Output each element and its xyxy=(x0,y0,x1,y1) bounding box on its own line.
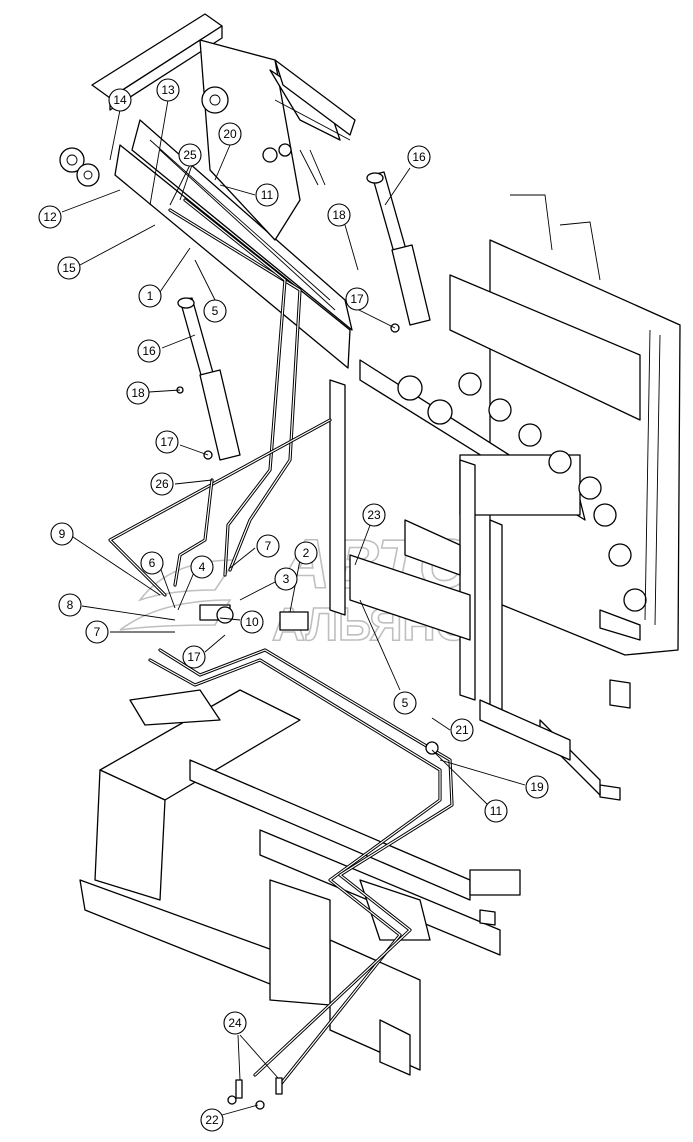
callout-16-right: 16 xyxy=(407,145,431,169)
callout-6-label: 6 xyxy=(149,556,156,570)
callout-17-left-label: 17 xyxy=(160,435,174,449)
callout-16-left-label: 16 xyxy=(142,344,156,358)
callout-4-label: 4 xyxy=(199,560,206,574)
callout-11-top: 11 xyxy=(255,183,279,207)
callout-3-label: 3 xyxy=(283,572,290,586)
callout-5-top: 5 xyxy=(203,299,227,323)
callout-24-label: 24 xyxy=(228,1016,242,1030)
callout-21-label: 21 xyxy=(455,723,469,737)
callout-1: 1 xyxy=(138,284,162,308)
callout-5-lower: 5 xyxy=(393,691,417,715)
callout-7-lower: 7 xyxy=(85,620,109,644)
callout-8: 8 xyxy=(58,593,82,617)
callout-11-lower-label: 11 xyxy=(490,804,503,818)
callout-9-label: 9 xyxy=(59,527,66,541)
callout-21: 21 xyxy=(450,718,474,742)
hydraulic-hoses xyxy=(108,198,454,1087)
callout-10-label: 10 xyxy=(245,615,259,629)
callout-16-left: 16 xyxy=(137,339,161,363)
callout-17-right: 17 xyxy=(345,287,369,311)
drive-sprocket-group xyxy=(59,86,292,187)
callout-6: 6 xyxy=(140,551,164,575)
callout-26: 26 xyxy=(150,472,174,496)
right-conveyor-assembly xyxy=(359,194,681,656)
upper-conveyor-frame xyxy=(91,13,356,369)
callout-15-label: 15 xyxy=(62,261,76,275)
callout-11-top-label: 11 xyxy=(261,188,274,202)
hydraulic-cylinder-left xyxy=(177,297,241,461)
main-frame xyxy=(329,379,631,801)
callout-19-label: 19 xyxy=(530,780,544,794)
callout-13-label: 13 xyxy=(161,83,175,97)
callout-23: 23 xyxy=(362,503,386,527)
callout-5-top-label: 5 xyxy=(212,304,219,318)
callout-26-label: 26 xyxy=(155,477,169,491)
callout-4: 4 xyxy=(190,555,214,579)
callout-2-label: 2 xyxy=(303,546,310,560)
callout-24: 24 xyxy=(223,1011,247,1035)
callout-9: 9 xyxy=(50,522,74,546)
callout-18-left: 18 xyxy=(126,381,150,405)
callout-3: 3 xyxy=(274,567,298,591)
callout-1-label: 1 xyxy=(147,289,154,303)
callout-17-left: 17 xyxy=(155,430,179,454)
callout-17-lower-label: 17 xyxy=(187,650,201,664)
callout-25-label: 25 xyxy=(183,148,197,162)
callout-19: 19 xyxy=(525,775,549,799)
lower-chassis xyxy=(79,689,521,1076)
callout-14-label: 14 xyxy=(113,93,127,107)
callout-7-upper: 7 xyxy=(256,534,280,558)
callout-7-upper-label: 7 xyxy=(265,539,272,553)
callout-17-lower: 17 xyxy=(182,645,206,669)
callout-22: 22 xyxy=(200,1108,224,1132)
callout-5-lower-label: 5 xyxy=(402,696,409,710)
callout-18-right: 18 xyxy=(327,203,351,227)
callout-2: 2 xyxy=(294,541,318,565)
callout-20-label: 20 xyxy=(223,127,237,141)
callout-8-label: 8 xyxy=(67,598,74,612)
callout-14: 14 xyxy=(108,88,132,112)
callout-12: 12 xyxy=(38,205,62,229)
callout-11-lower: 11 xyxy=(484,799,508,823)
callout-18-right-label: 18 xyxy=(332,208,346,222)
callout-13: 13 xyxy=(156,78,180,102)
callout-18-left-label: 18 xyxy=(131,386,145,400)
callout-16-right-label: 16 xyxy=(412,150,426,164)
callout-7-lower-label: 7 xyxy=(94,625,101,639)
hydraulic-cylinder-right xyxy=(366,171,431,326)
callout-12-label: 12 xyxy=(43,210,57,224)
callout-17-right-label: 17 xyxy=(350,292,364,306)
callout-22-label: 22 xyxy=(205,1113,219,1127)
callout-20: 20 xyxy=(218,122,242,146)
callout-23-label: 23 xyxy=(367,508,381,522)
callout-25: 25 xyxy=(178,143,202,167)
callout-10: 10 xyxy=(240,610,264,634)
callout-15: 15 xyxy=(57,256,81,280)
